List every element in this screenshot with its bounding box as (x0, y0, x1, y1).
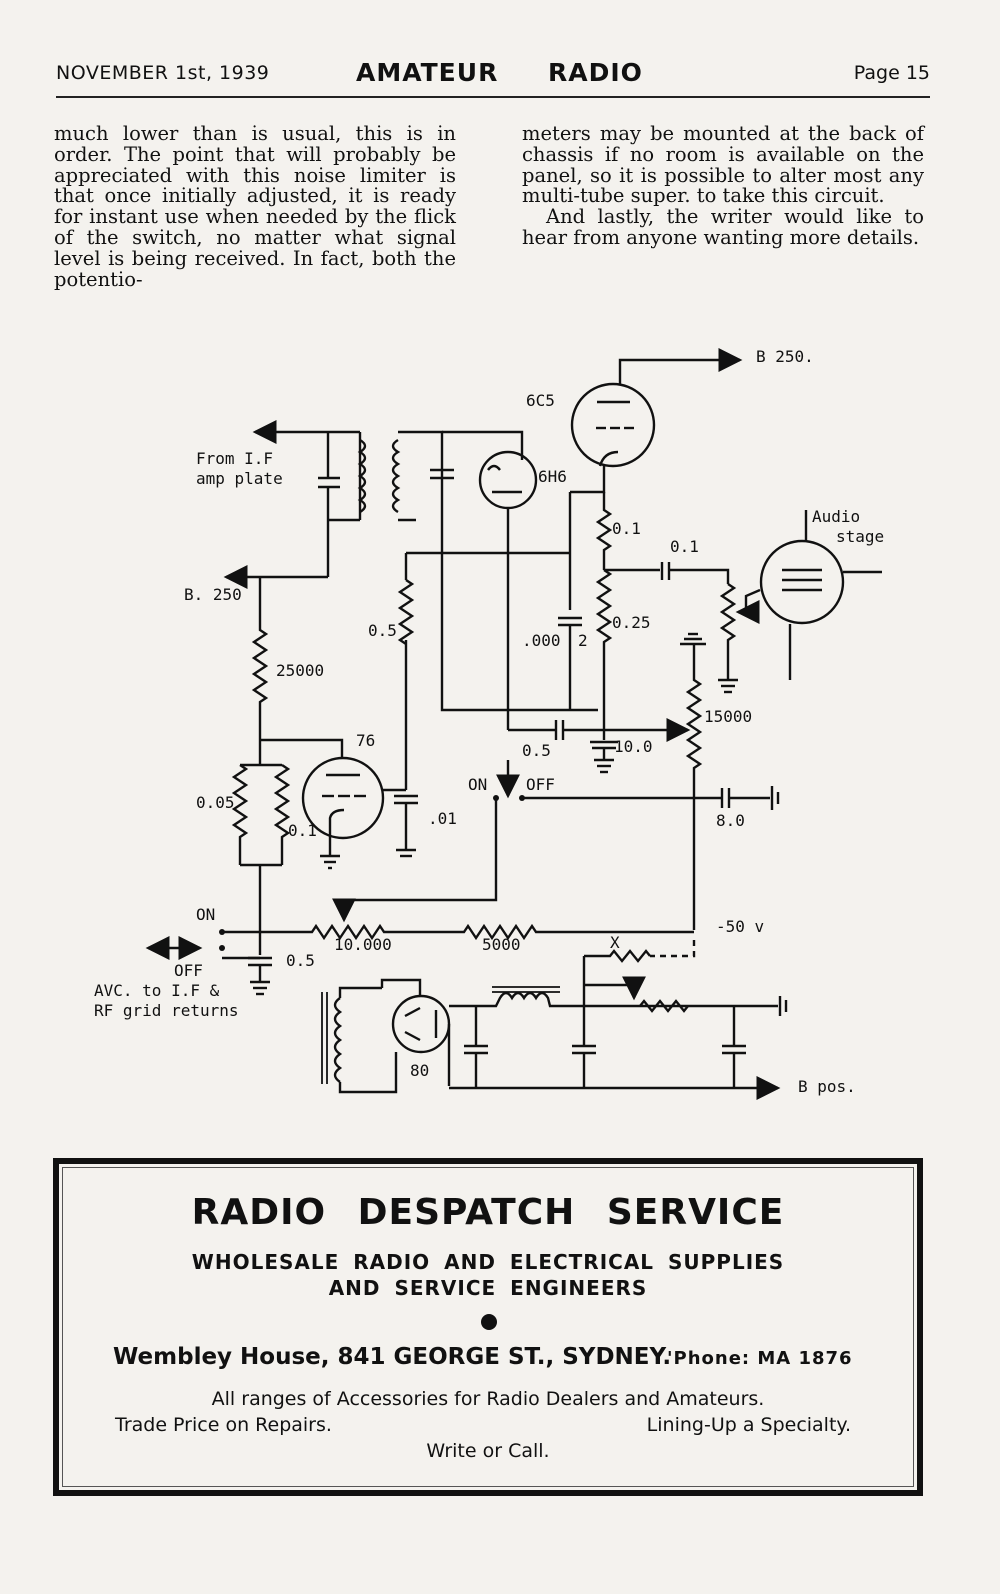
label-x: X (610, 933, 620, 952)
label-r-01-b: 0.1 (288, 821, 317, 840)
ad-company-name: RADIO DESPATCH SERVICE (191, 1192, 785, 1233)
label-c-05-b: 0.5 (286, 951, 315, 970)
ad-address: Wembley House, 841 GEORGE ST., SYDNEY. (113, 1344, 672, 1370)
label-r-01-a: 0.1 (612, 519, 641, 538)
label-from-if: From I.F (196, 449, 273, 468)
ad-lining-line: Lining-Up a Specialty. (646, 1414, 851, 1436)
label-6c5: 6C5 (526, 391, 555, 410)
tube-6h6 (478, 450, 538, 510)
label-c-05-a: 0.5 (522, 741, 551, 760)
label-r-10000: 10.000 (334, 935, 392, 954)
ad-trade-line: Trade Price on Repairs. (115, 1414, 332, 1436)
issue-date: NOVEMBER 1st, 1939 (56, 62, 270, 84)
magazine-title: AMATEUR RADIO (356, 58, 643, 87)
label-6h6: 6H6 (538, 467, 567, 486)
ad-phone: 'Phone: MA 1876 (667, 1348, 853, 1369)
label-b-pos: B pos. (798, 1077, 856, 1096)
label-r-25000: 25000 (276, 661, 324, 680)
advertisement-box: RADIO DESPATCH SERVICE WHOLESALE RADIO A… (53, 1158, 923, 1496)
label-audio: Audio (812, 507, 860, 526)
article-column-left: much lower than is usual, this is in ord… (54, 122, 456, 291)
label-off-bottom: OFF (174, 961, 203, 980)
label-pot-15000: 15000 (704, 707, 752, 726)
label-b250-left: B. 250 (184, 585, 242, 604)
label-b250-top: B 250. (756, 347, 814, 366)
ad-write-line: Write or Call. (426, 1440, 550, 1462)
label-80: 80 (410, 1061, 429, 1080)
article-paragraph: And lastly, the writer would like to hea… (522, 205, 924, 249)
page-number: Page 15 (853, 62, 930, 84)
label-c-001: .01 (428, 809, 457, 828)
label-minus50: -50 v (716, 917, 764, 936)
bullet-dot-icon (481, 1314, 497, 1330)
label-on-top: ON (468, 775, 487, 794)
label-off-top: OFF (526, 775, 555, 794)
ad-ranges-line: All ranges of Accessories for Radio Deal… (211, 1388, 765, 1410)
label-76: 76 (356, 731, 375, 750)
ad-subtitle: WHOLESALE RADIO AND ELECTRICAL SUPPLIES (191, 1250, 785, 1274)
tube-76 (301, 756, 385, 840)
tube-6c5 (570, 382, 656, 468)
label-avc1: AVC. to I.F & (94, 981, 220, 1000)
article-paragraph: meters may be mounted at the back of cha… (522, 122, 924, 208)
label-stage: stage (836, 527, 884, 546)
tube-80 (391, 994, 451, 1054)
label-avc2: RF grid returns (94, 1001, 239, 1020)
label-c-8: 8.0 (716, 811, 745, 830)
tube-audio-stage (759, 539, 845, 625)
article-column-right: meters may be mounted at the back of cha… (522, 122, 924, 249)
label-c-10: 10.0 (614, 737, 653, 756)
label-r-05: 0.5 (368, 621, 397, 640)
label-r-5000: 5000 (482, 935, 521, 954)
label-c-0002-b: 2 (578, 631, 588, 650)
label-amp-plate: amp plate (196, 469, 283, 488)
label-r-025: 0.25 (612, 613, 651, 632)
label-r-005: 0.05 (196, 793, 235, 812)
label-on-bottom: ON (196, 905, 215, 924)
label-c-0002: .000 (522, 631, 561, 650)
noise-limiter-schematic: B 250. 6C5 From I.F amp plate 6H6 0.5 .0… (94, 347, 884, 1100)
page-header: NOVEMBER 1st, 1939 AMATEUR RADIO Page 15 (56, 58, 930, 98)
article-paragraph: much lower than is usual, this is in ord… (54, 122, 456, 291)
ad-subtitle: AND SERVICE ENGINEERS (328, 1276, 648, 1300)
label-c-01: 0.1 (670, 537, 699, 556)
